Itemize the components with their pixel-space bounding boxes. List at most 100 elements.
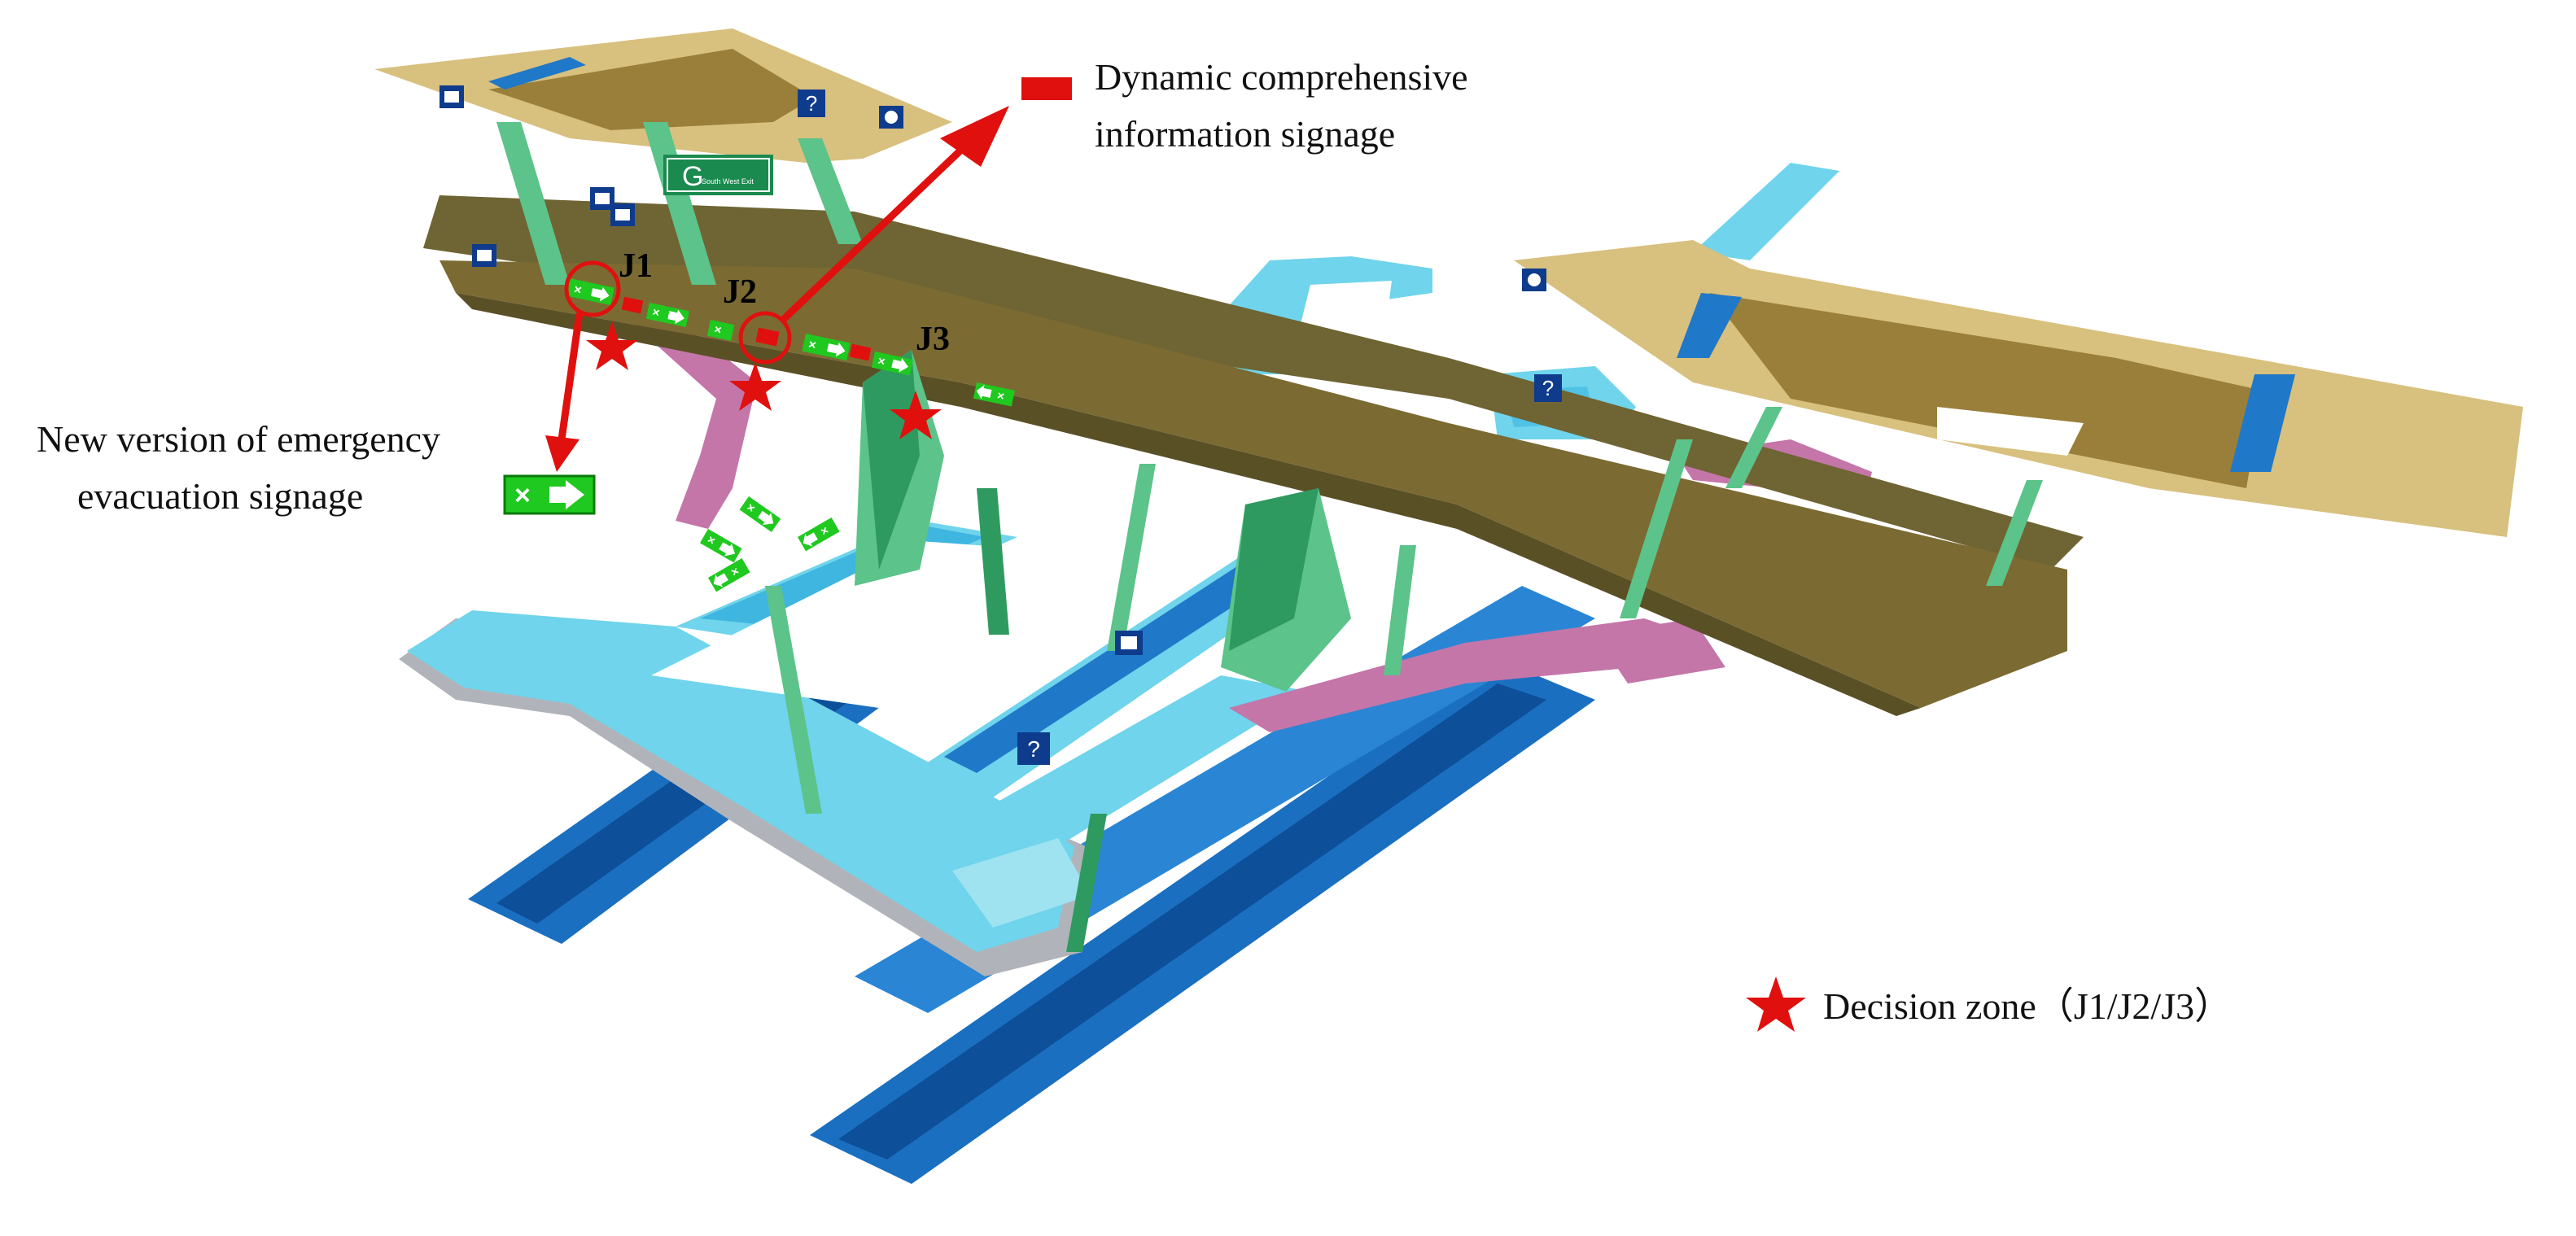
legend-evac: New version of emergency evacuation sign… bbox=[37, 418, 596, 517]
arrow-head bbox=[545, 435, 579, 472]
stair-d bbox=[765, 586, 822, 814]
toilet-icon bbox=[590, 187, 614, 210]
evac-sign: × bbox=[802, 334, 851, 361]
evac-sign: × bbox=[739, 496, 781, 532]
svg-text:G: G bbox=[682, 161, 703, 192]
evac-sign: × bbox=[566, 278, 614, 306]
toilet-icon bbox=[610, 203, 635, 226]
legend-dynamic: Dynamic comprehensive information signag… bbox=[1021, 56, 1468, 155]
junction-label-j2: J2 bbox=[723, 273, 757, 311]
svg-text:South West Exit: South West Exit bbox=[702, 177, 754, 186]
legend-dynamic-line1: Dynamic comprehensive bbox=[1095, 56, 1468, 98]
evac-sign: × bbox=[871, 352, 913, 376]
junction-label-j1: J1 bbox=[619, 247, 653, 285]
stair-big-left-shade bbox=[863, 350, 920, 570]
decision-star bbox=[729, 362, 781, 411]
stair-k bbox=[1066, 814, 1107, 952]
main-corridor bbox=[423, 195, 2084, 716]
info-icon: ? bbox=[1534, 374, 1562, 402]
evac-sign: × bbox=[798, 518, 840, 552]
stair-g bbox=[1620, 439, 1693, 618]
right-concourse-blue-bar-2 bbox=[1677, 293, 1742, 358]
svg-text:×: × bbox=[995, 389, 1005, 404]
stairs bbox=[496, 122, 2043, 952]
legend-evac-line2: evacuation signage bbox=[77, 475, 363, 517]
track-center-inner bbox=[838, 684, 1546, 1160]
upper-left-dark bbox=[488, 49, 814, 130]
ramp-left bbox=[635, 317, 757, 529]
stair-c bbox=[798, 138, 863, 244]
platform-center-shade bbox=[944, 545, 1302, 773]
dynamic-signs bbox=[621, 296, 872, 361]
upper-left-concourse bbox=[374, 28, 952, 163]
stair-j bbox=[977, 488, 1009, 635]
dynamic-sign bbox=[621, 296, 644, 314]
legend-decision-star bbox=[1746, 976, 1806, 1032]
evac-sign: × bbox=[645, 303, 689, 327]
dynamic-sign bbox=[755, 327, 780, 347]
svg-text:?: ? bbox=[1542, 376, 1554, 400]
callout-arrows bbox=[545, 106, 1009, 472]
platform-lower-wing bbox=[977, 675, 1310, 846]
svg-text:×: × bbox=[651, 305, 661, 320]
arrow-to-dynamic-legend bbox=[778, 147, 964, 325]
junction-circles bbox=[564, 260, 792, 365]
legend-evac-line1: New version of emergency bbox=[37, 418, 440, 460]
svg-text:×: × bbox=[713, 322, 723, 337]
evac-sign: × bbox=[708, 558, 750, 592]
right-concourse-mid bbox=[1709, 293, 2263, 488]
arrow-head bbox=[940, 106, 1009, 167]
upper-left-bar bbox=[488, 57, 586, 90]
stair-e bbox=[1107, 464, 1156, 651]
legend-decision-label: Decision zone（J1/J2/J3） bbox=[1823, 985, 2232, 1027]
legend-dynamic-swatch bbox=[1021, 77, 1072, 100]
info-icon: ? bbox=[1017, 732, 1050, 765]
dynamic-sign bbox=[849, 343, 872, 361]
junction-circle-j2 bbox=[738, 311, 792, 365]
legend-decision: Decision zone（J1/J2/J3） bbox=[1746, 976, 2232, 1032]
info-icons: ? ? ? bbox=[440, 85, 1562, 765]
ramp-far-right bbox=[1595, 618, 1725, 684]
svg-text:×: × bbox=[514, 480, 531, 511]
platform-body bbox=[407, 610, 1074, 952]
info-icon: ? bbox=[798, 90, 825, 117]
evac-sign: × bbox=[706, 320, 735, 341]
svg-text:?: ? bbox=[1027, 736, 1040, 762]
corridor-shadow-band bbox=[456, 293, 1921, 716]
toilet-icon bbox=[1115, 631, 1143, 655]
ramp-lower-right bbox=[1229, 618, 1693, 732]
right-concourse bbox=[1514, 240, 2523, 537]
svg-text:×: × bbox=[807, 338, 818, 353]
stair-a bbox=[496, 122, 570, 285]
toilet-icon bbox=[472, 244, 496, 267]
exit-sign-g: G South West Exit bbox=[663, 155, 773, 195]
decision-stars bbox=[586, 321, 942, 439]
junction-circle-j1 bbox=[564, 260, 621, 317]
svg-text:?: ? bbox=[806, 91, 817, 116]
toilet-icon bbox=[440, 85, 464, 108]
stair-i bbox=[1986, 480, 2043, 586]
platform-tip bbox=[952, 838, 1091, 928]
arrow-to-evac-legend bbox=[558, 312, 584, 440]
stair-h bbox=[1725, 407, 1782, 488]
stair-big-center-shade bbox=[1229, 488, 1319, 651]
decision-star bbox=[586, 321, 638, 370]
legend-dynamic-line2: information signage bbox=[1095, 113, 1395, 155]
junction-label-j3: J3 bbox=[916, 321, 950, 358]
right-concourse-blue-bar bbox=[2230, 374, 2295, 472]
corridor-top-right bbox=[1693, 163, 1839, 260]
decision-star bbox=[890, 391, 942, 439]
right-concourse-hollow bbox=[1937, 407, 2084, 456]
legend-evac-swatch: × bbox=[503, 474, 596, 515]
evac-signs: × × × × × × × bbox=[566, 278, 1015, 592]
stair-f bbox=[1384, 545, 1416, 675]
accessibility-icon bbox=[879, 106, 903, 129]
corridor-main-face bbox=[440, 260, 2067, 708]
evac-sign: × bbox=[700, 529, 742, 563]
accessibility-icon bbox=[1522, 269, 1546, 291]
evac-sign: × bbox=[973, 382, 1015, 407]
stair-b bbox=[643, 122, 716, 285]
svg-text:×: × bbox=[877, 354, 886, 369]
svg-text:×: × bbox=[572, 283, 583, 299]
